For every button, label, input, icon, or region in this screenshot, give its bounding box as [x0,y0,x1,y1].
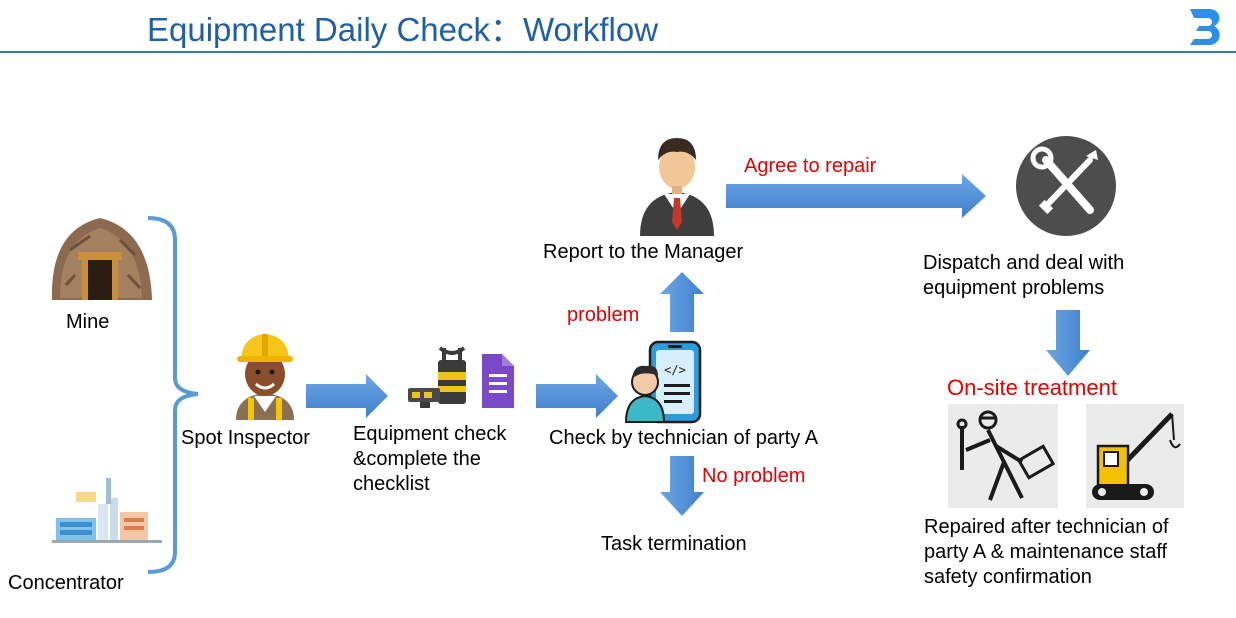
brand-logo-icon [1186,6,1226,46]
equipment-machine-icon [408,346,466,408]
repaired-label: Repaired after technician of party A & m… [924,516,1169,588]
manager-icon [640,138,714,236]
technician-icon: </> [624,340,702,424]
arrow-manager-to-dispatch [726,174,986,218]
technician-check-label: Check by technician of party A [549,427,819,449]
report-manager-label: Report to the Manager [543,241,744,263]
checklist-document-icon [482,354,514,408]
concentrator-factory-icon [52,478,162,544]
maintenance-worker-icon [948,404,1058,508]
arrow-dispatch-to-onsite [1046,310,1090,376]
arrow-technician-to-termination [660,456,704,516]
no-problem-decision-label: No problem [702,465,806,487]
agree-repair-decision-label: Agree to repair [744,155,877,177]
dispatch-label: Dispatch and deal with equipment problem… [923,252,1125,299]
arrow-technician-to-manager [660,272,704,332]
onsite-treatment-label: On-site treatment [947,375,1117,400]
arrow-check-to-technician [536,374,618,418]
page-title: Equipment Daily Check：Workflow [147,11,659,48]
svg-text:</>: </> [664,363,686,377]
crane-icon [1086,404,1184,508]
task-termination-label: Task termination [601,533,747,555]
spot-inspector-icon [236,334,294,420]
wrench-screwdriver-icon [1016,136,1116,236]
mine-icon [51,218,152,300]
mine-label: Mine [66,311,110,333]
concentrator-label: Concentrator [8,572,124,594]
arrow-inspector-to-check [306,374,388,418]
spot-inspector-label: Spot Inspector [181,427,310,449]
problem-decision-label: problem [567,304,640,326]
title-underline [0,51,1236,53]
source-bracket [147,216,199,574]
equipment-check-label: Equipment check &complete the checklist [353,423,507,495]
